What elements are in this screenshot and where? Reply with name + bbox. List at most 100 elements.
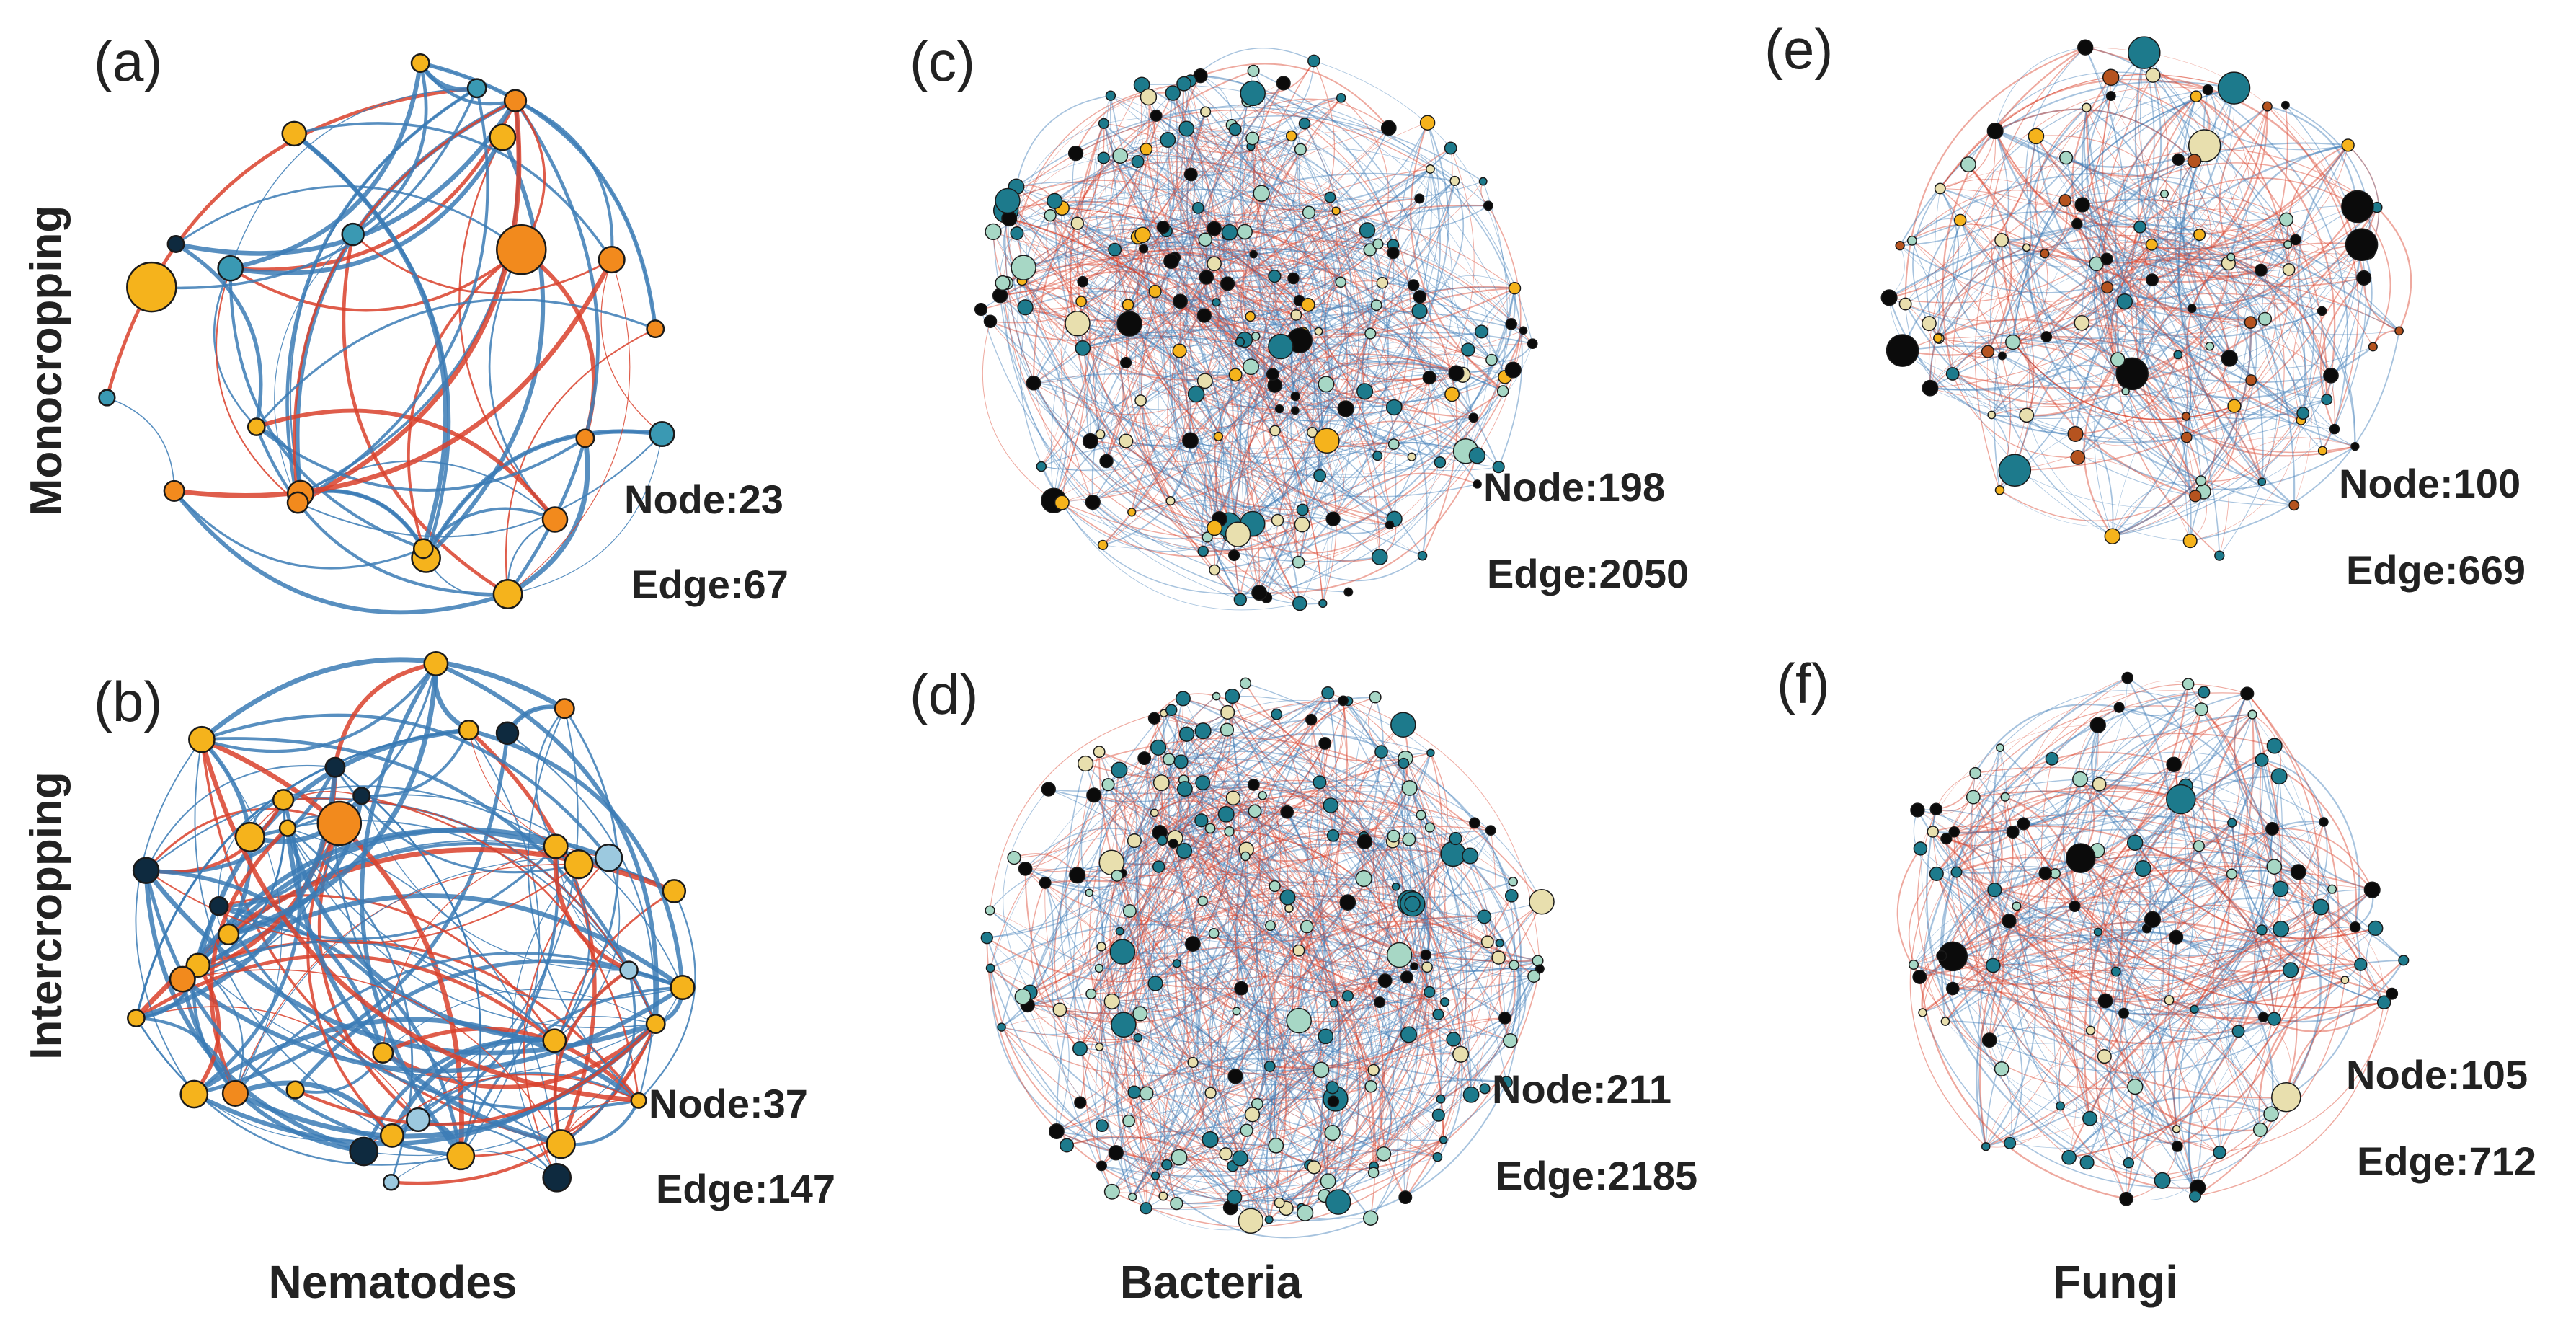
network-node [286,491,309,514]
positive-edge [1080,762,1404,1103]
negative-edge [1091,283,1228,503]
network-node [1286,1007,1312,1034]
positive-edge [1231,98,1390,129]
positive-edge [2068,963,2361,1158]
positive-edge [2112,322,2252,537]
network-node [1945,367,1960,381]
positive-edge [1940,74,2234,189]
network-node [974,303,988,317]
network-node [1436,1094,1446,1104]
negative-edge [1142,180,1455,267]
negative-edge [2261,759,2324,823]
positive-edge [1023,235,1176,268]
network-node [1172,959,1181,968]
node-count-e: Node:100 [2339,461,2521,506]
network-node [169,965,196,993]
negative-edge [194,739,393,1136]
negative-edge [2035,136,2192,438]
network-node [1302,205,1316,219]
network-node [2085,1025,2096,1035]
negative-edge [1033,92,1179,384]
network-node [1424,822,1435,833]
network-node [1097,539,1109,551]
positive-edge [1102,350,1187,546]
network-node [1178,726,1195,742]
network-node [1318,737,1332,750]
positive-edge [2051,684,2247,759]
negative-edge [2026,216,2400,332]
network-node [1207,221,1222,236]
negative-edge [1419,198,1491,451]
positive-edge [1033,374,1236,415]
panel-letter-f: (f) [1777,652,1830,715]
negative-edge [1127,249,1421,306]
positive-edge [1380,991,1431,1198]
negative-edge [1155,115,1323,562]
negative-edge [1025,189,1262,308]
positive-edge [1919,964,2272,1115]
node-count-d: Node:211 [1492,1066,1671,1112]
negative-edge [2062,725,2117,973]
negative-edge [2213,759,2287,1097]
positive-edge [2045,872,2376,963]
negative-edge [2023,751,2280,824]
network-node [1108,242,1122,257]
negative-edge [1902,345,2196,497]
network-node [1077,275,1089,288]
negative-edge [2035,873,2091,1031]
negative-edge [2128,1107,2272,1164]
positive-edge [1940,74,2234,189]
negative-edge [2191,205,2358,309]
network-node [1248,804,1262,818]
positive-edge [407,248,523,549]
positive-edge [1258,700,1344,926]
negative-edge [2175,889,2373,953]
negative-edge [1060,897,1288,1014]
positive-edge [1328,692,1540,969]
positive-edge [1006,254,1474,418]
negative-edge [2044,244,2363,306]
positive-edge [1957,952,2106,1009]
positive-edge [1238,784,1254,850]
negative-edge [1213,933,1270,1105]
network-node [2069,900,2081,912]
network-node [1401,779,1418,796]
negative-edge [1103,377,1430,549]
negative-edge [2144,52,2250,497]
positive-edge [1942,46,2086,374]
negative-edge [1155,983,1430,1037]
network-node [1245,131,1260,146]
positive-edge [1888,131,1997,299]
positive-edge [2231,145,2349,257]
positive-edge [1101,843,1200,1167]
network-node [542,1028,567,1053]
negative-edge [1181,761,1411,1198]
network-node [1197,896,1208,906]
positive-edge [2054,872,2361,983]
positive-edge [1904,46,2086,304]
network-node [2093,927,2102,937]
negative-edge [1098,818,1430,969]
positive-edge [296,100,522,505]
positive-edge [1994,709,2203,891]
network-node [1386,942,1413,968]
negative-edge [1393,442,1478,485]
negative-edge [2081,160,2195,323]
network-node [1173,293,1188,309]
positive-edge [1066,1136,1270,1221]
negative-edge [145,764,336,871]
network-node [1175,691,1191,707]
negative-edge [2112,278,2364,536]
positive-edge [2096,223,2364,278]
negative-edge [1999,397,2335,491]
negative-edge [1899,81,2234,247]
negative-edge [1307,304,1453,395]
positive-edge [2081,75,2169,324]
positive-edge [1987,224,2077,352]
positive-edge [2195,95,2336,400]
negative-edge [2012,678,2128,833]
negative-edge [1196,300,1524,395]
positive-edge [2103,1056,2177,1130]
negative-edge [1095,832,1160,969]
network-node [1119,433,1134,448]
